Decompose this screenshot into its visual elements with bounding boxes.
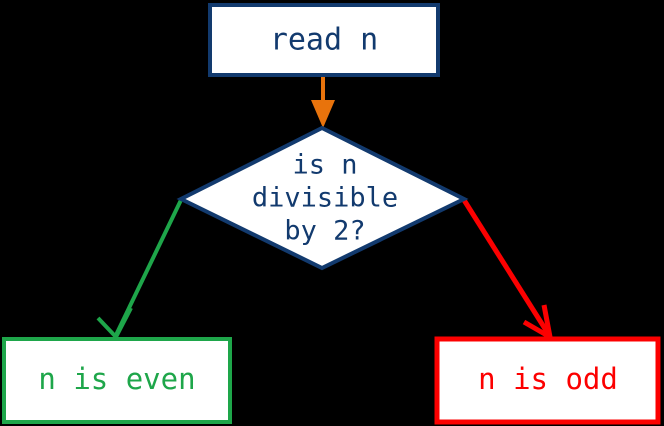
node-read-n-shape[interactable] [208,3,440,77]
node-is-n-divisible-by-2-label-line1: is n [292,150,357,181]
node-n-is-odd-shape[interactable] [434,336,661,425]
node-read-n-label: read n [270,23,378,58]
node-n-is-even-shape[interactable] [2,337,232,424]
arrowhead-read-to-decision [311,100,335,128]
node-is-n-divisible-by-2-label-line2: divisible [252,183,398,214]
node-n-is-odd-label: n is odd [478,362,618,396]
edge-read-to-decision [311,76,335,128]
node-n-is-even[interactable]: n is even [2,337,232,424]
node-is-n-divisible-by-2-shape[interactable] [176,125,469,271]
node-is-n-divisible-by-2-label-line3: by 2? [284,216,365,247]
edge-decision-to-odd [461,198,553,340]
node-read-n[interactable]: read n [208,3,440,77]
edge-decision-to-even [96,199,183,339]
node-n-is-odd[interactable]: n is odd [434,336,661,425]
arrowhead-decision-to-even [96,307,133,339]
edge-line-decision-to-odd [461,198,552,337]
arrowhead-decision-to-odd [522,304,553,340]
node-is-n-divisible-by-2[interactable]: is n divisible by 2? [176,125,469,271]
node-n-is-even-label: n is even [38,362,195,396]
